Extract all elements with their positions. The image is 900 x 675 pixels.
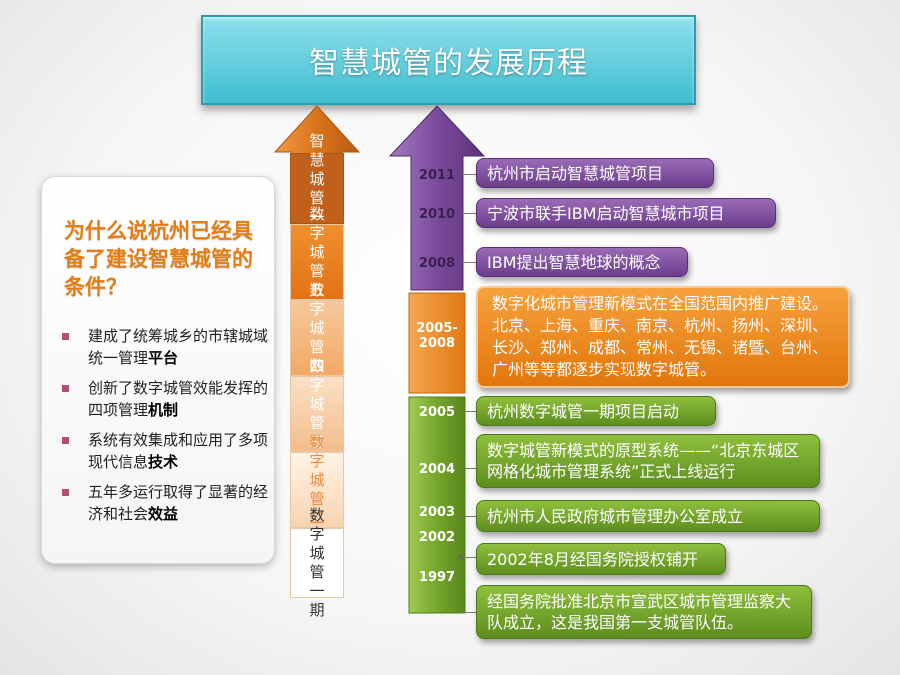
bullet-square-icon <box>62 489 69 496</box>
bullet-item: 创新了数字城管效能发挥的四项管理机制 <box>62 377 272 421</box>
stage-digital-phase2: 数字城管二期 <box>290 433 344 546</box>
bullet-bold: 机制 <box>148 401 179 419</box>
bullet-text: 五年多运行取得了显著的经济和社会 <box>88 483 269 523</box>
year-label: 2004 <box>418 462 456 477</box>
event-2002: 2002年8月经国务院授权铺开 <box>476 543 726 575</box>
connector-line <box>462 213 476 214</box>
year-label: 2003 <box>418 505 456 520</box>
event-2003: 杭州市人民政府城市管理办公室成立 <box>476 500 820 532</box>
connector-dot <box>459 555 463 559</box>
bullet-text: 创新了数字城管效能发挥的四项管理 <box>88 379 269 419</box>
year-label: 2005-2008 <box>416 321 458 351</box>
stage-digital-phase3: 数字城管三期 <box>290 357 344 470</box>
bullet-bold: 平台 <box>148 349 179 367</box>
bullet-bold: 技术 <box>148 453 179 471</box>
event-1997: 经国务院批准北京市宣武区城市管理监察大队成立，这是我国第一支城管队伍。 <box>476 585 812 639</box>
connector-line <box>462 411 476 412</box>
event-2005-2008: 数字化城市管理新模式在全国范围内推广建设。北京、上海、重庆、南京、杭州、扬州、深… <box>476 286 850 388</box>
year-label: 2011 <box>418 168 456 183</box>
connector-line <box>462 557 476 558</box>
bullet-item: 系统有效集成和应用了多项现代信息技术 <box>62 429 272 473</box>
bullet-text: 建成了统筹城乡的市辖城域统一管理 <box>88 327 269 367</box>
connector-line <box>462 174 476 175</box>
event-2004: 数字城管新模式的原型系统——“北京东城区网格化城市管理系统”正式上线运行 <box>476 434 820 488</box>
year-label: 2008 <box>418 256 456 271</box>
year-label: 2005 <box>418 405 456 420</box>
connector-line <box>462 262 476 263</box>
stage-digital-phase1: 数字城管一期 <box>290 506 344 619</box>
event-2005: 杭州数字城管一期项目启动 <box>476 396 716 426</box>
year-label: 2002 <box>418 530 456 545</box>
bullet-square-icon <box>62 437 69 444</box>
year-label: 2010 <box>418 207 456 222</box>
connector-line <box>462 516 476 517</box>
bullet-square-icon <box>62 385 69 392</box>
conditions-panel: 为什么说杭州已经具备了建设智慧城管的条件？ 建成了统筹城乡的市辖城域统一管理平台… <box>41 176 275 564</box>
bullet-square-icon <box>62 333 69 340</box>
bullet-item: 五年多运行取得了显著的经济和社会效益 <box>62 481 272 525</box>
year-label: 1997 <box>418 570 456 585</box>
connector-line <box>462 612 476 613</box>
bullet-item: 建成了统筹城乡的市辖城域统一管理平台 <box>62 325 272 369</box>
event-2011: 杭州市启动智慧城管项目 <box>476 158 714 188</box>
page-title: 智慧城管的发展历程 <box>201 15 696 105</box>
bullet-bold: 效益 <box>148 505 179 523</box>
event-2010: 宁波市联手IBM启动智慧城市项目 <box>476 198 776 228</box>
stage-digital-phase4: 数字城管四期 <box>290 281 344 394</box>
bullet-text: 系统有效集成和应用了多项现代信息 <box>88 431 269 471</box>
event-2008: IBM提出智慧地球的概念 <box>476 247 688 277</box>
connector-line <box>462 468 476 469</box>
question-heading: 为什么说杭州已经具备了建设智慧城管的条件？ <box>64 219 253 299</box>
